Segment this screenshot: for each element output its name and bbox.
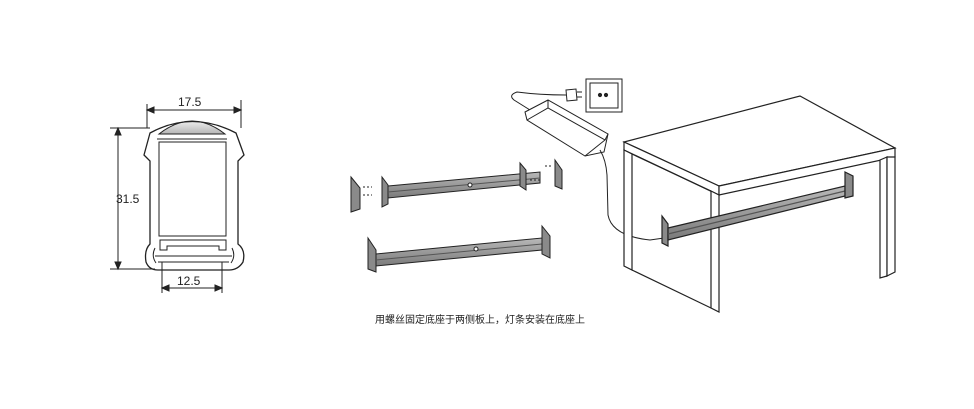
led-bar-assembled-edge xyxy=(375,243,543,261)
mains-cable xyxy=(511,91,567,111)
installation-caption: 用螺丝固定底座于两侧板上，灯条安装在底座上 xyxy=(375,315,585,326)
power-plug xyxy=(565,88,578,102)
dim-width-bottom-label: 12.5 xyxy=(177,274,201,288)
profile-bottom-rail xyxy=(155,255,232,263)
inner-panel-edge xyxy=(631,153,712,309)
back-side-panel-face xyxy=(886,156,896,277)
dim-bottom-arrow-left xyxy=(160,284,170,292)
back-side-panel xyxy=(879,156,888,279)
assembled-bracket-left xyxy=(367,236,377,273)
front-side-panel xyxy=(710,190,720,313)
dim-width-top-label: 17.5 xyxy=(178,95,202,109)
bar-screw-hole-1 xyxy=(467,182,473,188)
dim-top-arrow-right xyxy=(233,106,243,114)
table-bracket-right xyxy=(844,171,854,199)
led-bar-installed-edge xyxy=(667,190,846,235)
profile-clip-left xyxy=(152,247,157,264)
profile-cavity xyxy=(158,141,227,237)
assembled-bracket-right xyxy=(541,224,551,259)
dim-height-arrow-top xyxy=(114,126,122,136)
table-bracket-left xyxy=(661,214,669,247)
left-bracket xyxy=(350,175,361,213)
dim-height-arrow-bottom xyxy=(114,261,122,271)
output-cable xyxy=(599,149,665,241)
table-illustration xyxy=(622,95,897,313)
led-driver-top xyxy=(526,107,606,157)
profile-clip-channel xyxy=(159,239,227,251)
profile-cross-section xyxy=(110,100,245,293)
bar-screw-hole-2 xyxy=(473,246,479,252)
end-cap-left xyxy=(381,175,389,208)
exploded-mounting-view xyxy=(350,158,563,273)
profile-lens xyxy=(157,120,227,135)
right-bracket xyxy=(554,158,563,190)
profile-outline xyxy=(143,120,245,271)
dim-height-label: 31.5 xyxy=(116,192,140,206)
end-cap-right xyxy=(519,161,527,191)
led-bar-exploded-edge xyxy=(387,177,541,193)
dim-bottom-arrow-right xyxy=(214,284,224,292)
tabletop-surface xyxy=(622,95,897,187)
led-driver-edge-2 xyxy=(604,133,609,141)
profile-clip-right xyxy=(230,247,235,264)
dim-top-arrow-left xyxy=(145,106,155,114)
power-supply-group xyxy=(511,78,665,241)
socket-hole-left xyxy=(597,92,603,98)
socket-hole-right xyxy=(603,92,609,98)
left-side-panel xyxy=(623,149,633,271)
